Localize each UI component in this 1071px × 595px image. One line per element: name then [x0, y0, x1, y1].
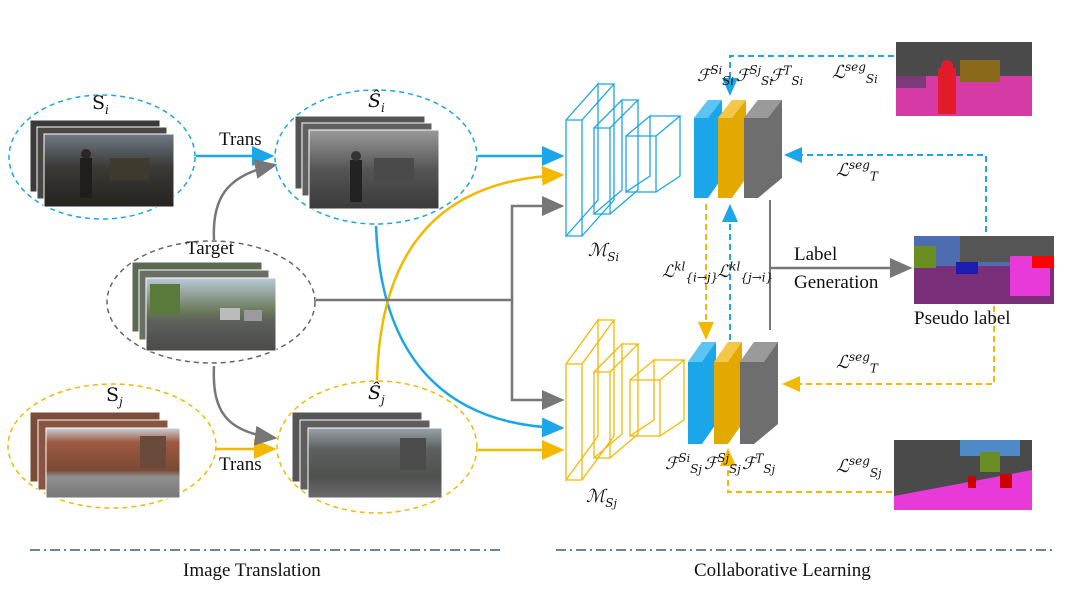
model-i-sub: S: [607, 249, 616, 264]
source-j-sub: j: [119, 394, 123, 409]
source-i-sub: i: [105, 102, 109, 117]
model-i-network: [565, 82, 682, 238]
model-j-subsub: j: [613, 496, 617, 510]
source-j-label: Sj: [106, 384, 123, 409]
model-i-subsub: i: [615, 250, 620, 264]
source-j-hat-base: Ŝ: [368, 382, 382, 404]
seg-loss-si-label: ℒsegSi: [832, 60, 878, 86]
source-j-hat-label: Ŝj: [368, 382, 385, 407]
j-hat-to-model-i-arrow: [375, 165, 565, 381]
source-i-hat-ellipse: [274, 89, 478, 225]
feature-i-t-label: ℱTSi: [770, 63, 804, 89]
model-j-base: ℳ: [586, 486, 606, 507]
target-to-model-j-arrow: [510, 300, 565, 410]
features-j-bars: [688, 342, 778, 444]
seg-loss-sj-label: ℒsegSj: [836, 454, 882, 480]
source-j-hat-ellipse: [276, 380, 478, 514]
target-to-i-hat-arrow: [212, 159, 278, 241]
feature-j-t-label: ℱTSj: [742, 451, 776, 477]
source-i-hat-base: Ŝ: [368, 90, 382, 112]
target-label: Target: [186, 238, 234, 259]
source-i-ellipse: [8, 94, 196, 220]
image-translation-caption: Image Translation: [183, 560, 321, 581]
source-i-hat-images: [294, 115, 440, 210]
i-hat-to-model-j-arrow: [374, 225, 565, 438]
model-j-network: [565, 318, 686, 482]
target-to-models-arrow: [316, 196, 565, 302]
feature-i-sj-label: ℱSjSi: [736, 63, 773, 89]
model-j-sub: S: [605, 495, 614, 510]
seg-loss-t-bottom-line: [782, 306, 995, 392]
trans-bottom-label: Trans: [219, 454, 262, 475]
trans-top-label: Trans: [219, 129, 262, 150]
source-i-hat-sub: i: [381, 100, 385, 115]
seg-loss-sj-line: [720, 448, 892, 493]
seg-map-sj: [894, 440, 1032, 510]
label-generation-line2: Generation: [794, 272, 879, 293]
model-j-label: ℳSj: [586, 486, 617, 510]
target-images: [131, 261, 277, 352]
feature-j-sj-label: ℱSjSj: [704, 451, 741, 477]
target-ellipse: [106, 240, 316, 364]
source-j-hat-sub: j: [381, 392, 385, 407]
seg-loss-t-bottom-label: ℒsegT: [836, 350, 878, 376]
pseudo-label-caption: Pseudo label: [914, 308, 1011, 329]
source-i-images: [29, 119, 175, 208]
model-i-base: ℳ: [588, 240, 608, 261]
source-j-images: [29, 411, 181, 499]
target-to-j-hat-arrow: [212, 365, 278, 446]
kl-loss-ji-label: ℒkl{j→i}: [717, 259, 774, 285]
source-i-hat-label: Ŝi: [368, 90, 385, 115]
features-i-bars: [694, 100, 782, 198]
source-i-base: S: [92, 92, 106, 114]
collaborative-learning-caption: Collaborative Learning: [694, 560, 871, 581]
seg-loss-t-top-label: ℒsegT: [836, 158, 878, 184]
source-i-label: Si: [92, 92, 109, 117]
feature-i-si-label: ℱSiSi: [697, 63, 734, 89]
pseudo-label-map: [914, 236, 1054, 304]
seg-map-si: [896, 42, 1032, 116]
source-j-ellipse: [7, 383, 217, 509]
seg-loss-t-top-line: [784, 147, 987, 232]
seg-loss-si-line: [722, 55, 894, 96]
source-j-hat-images: [291, 411, 443, 499]
source-j-base: S: [106, 384, 120, 406]
label-generation-line1: Label: [794, 244, 838, 265]
model-i-label: ℳSi: [588, 240, 620, 264]
feature-j-si-label: ℱSiSj: [665, 451, 702, 477]
kl-loss-ij-label: ℒkl{i→j}: [662, 259, 719, 285]
